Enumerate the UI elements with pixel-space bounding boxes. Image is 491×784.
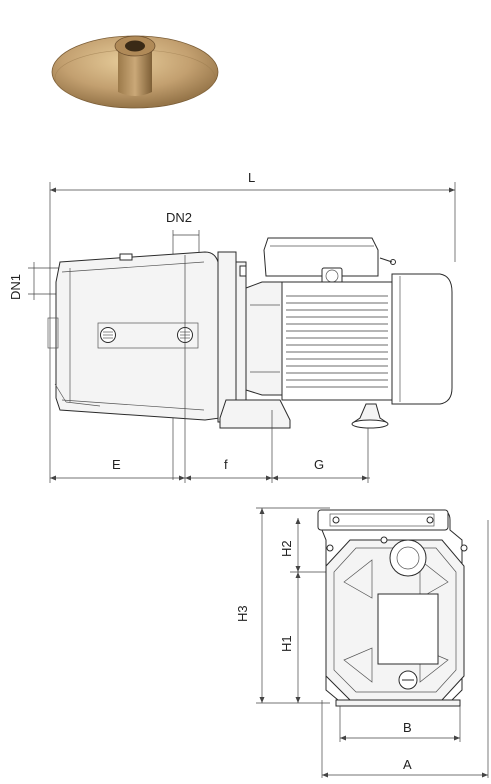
motor-body	[281, 281, 393, 401]
dimension-B: B	[339, 706, 461, 742]
dim-label-f: f	[224, 457, 228, 472]
fan-cover	[391, 273, 453, 405]
front-base	[335, 699, 461, 707]
pump-front-view: H3 H2 H1	[235, 507, 489, 778]
motor-cooling-fins	[286, 295, 388, 388]
front-terminal-box	[317, 509, 449, 531]
terminal-box	[263, 237, 379, 277]
dim-label-E: E	[112, 457, 121, 472]
pump-flange	[217, 251, 237, 423]
dim-label-DN1: DN1	[8, 274, 23, 300]
dim-label-B: B	[403, 720, 412, 735]
outlet-port	[389, 539, 427, 577]
dimensions-E-f-G: E f G	[50, 255, 370, 483]
dim-label-DN2: DN2	[166, 210, 192, 225]
dimension-L: L	[49, 170, 456, 483]
dimension-A: A	[321, 520, 489, 778]
brass-impeller-image	[51, 35, 219, 109]
pump-foot	[219, 399, 291, 429]
dim-label-H1: H1	[279, 635, 294, 652]
dim-label-H3: H3	[235, 605, 250, 622]
pump-side-view: L DN2 DN1	[8, 170, 456, 483]
outlet-plug	[119, 253, 133, 261]
dim-label-A: A	[403, 757, 412, 772]
dim-label-L: L	[248, 170, 255, 185]
dimension-H3: H3	[235, 507, 330, 704]
dim-label-H2: H2	[279, 540, 294, 557]
dimension-DN1: DN1	[8, 262, 60, 300]
pump-casing	[55, 251, 221, 421]
dim-label-G: G	[314, 457, 324, 472]
motor-adapter	[245, 281, 283, 396]
nameplate	[377, 593, 439, 665]
motor-foot	[352, 403, 388, 423]
